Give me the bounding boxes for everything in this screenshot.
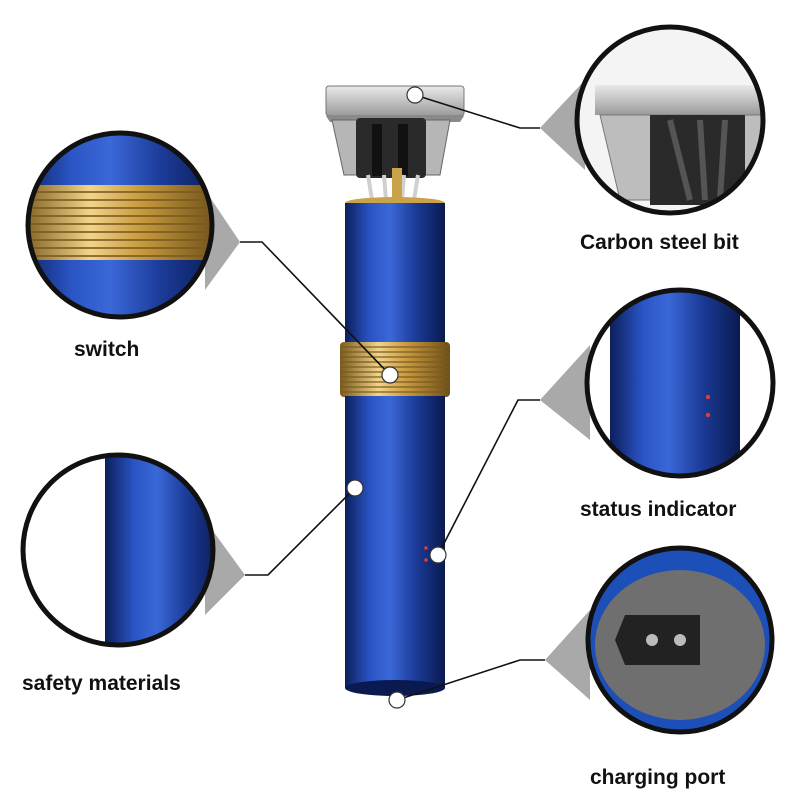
anchor-dot-charging bbox=[388, 691, 406, 709]
trimmer-body bbox=[325, 85, 465, 696]
label-carbon-steel-bit: Carbon steel bit bbox=[580, 231, 739, 254]
callout-carbon-steel-bit bbox=[540, 24, 766, 216]
anchor-dot-safety bbox=[346, 479, 364, 497]
callout-leaders bbox=[240, 94, 545, 701]
anchor-dot-blade bbox=[406, 86, 424, 104]
blade-head bbox=[325, 85, 465, 117]
anchor-dot-switch bbox=[381, 366, 399, 384]
label-status-indicator: status indicator bbox=[580, 498, 737, 521]
status-led bbox=[705, 412, 711, 418]
callout-switch bbox=[25, 130, 240, 320]
label-switch: switch bbox=[74, 338, 140, 361]
callout-charging-port bbox=[545, 545, 775, 735]
status-led bbox=[705, 394, 711, 400]
label-charging-port: charging port bbox=[590, 766, 726, 789]
callout-safety-materials bbox=[20, 452, 245, 648]
label-safety-materials: safety materials bbox=[22, 672, 181, 695]
callout-status-indicator bbox=[540, 287, 776, 479]
anchor-dot-status bbox=[429, 546, 447, 564]
